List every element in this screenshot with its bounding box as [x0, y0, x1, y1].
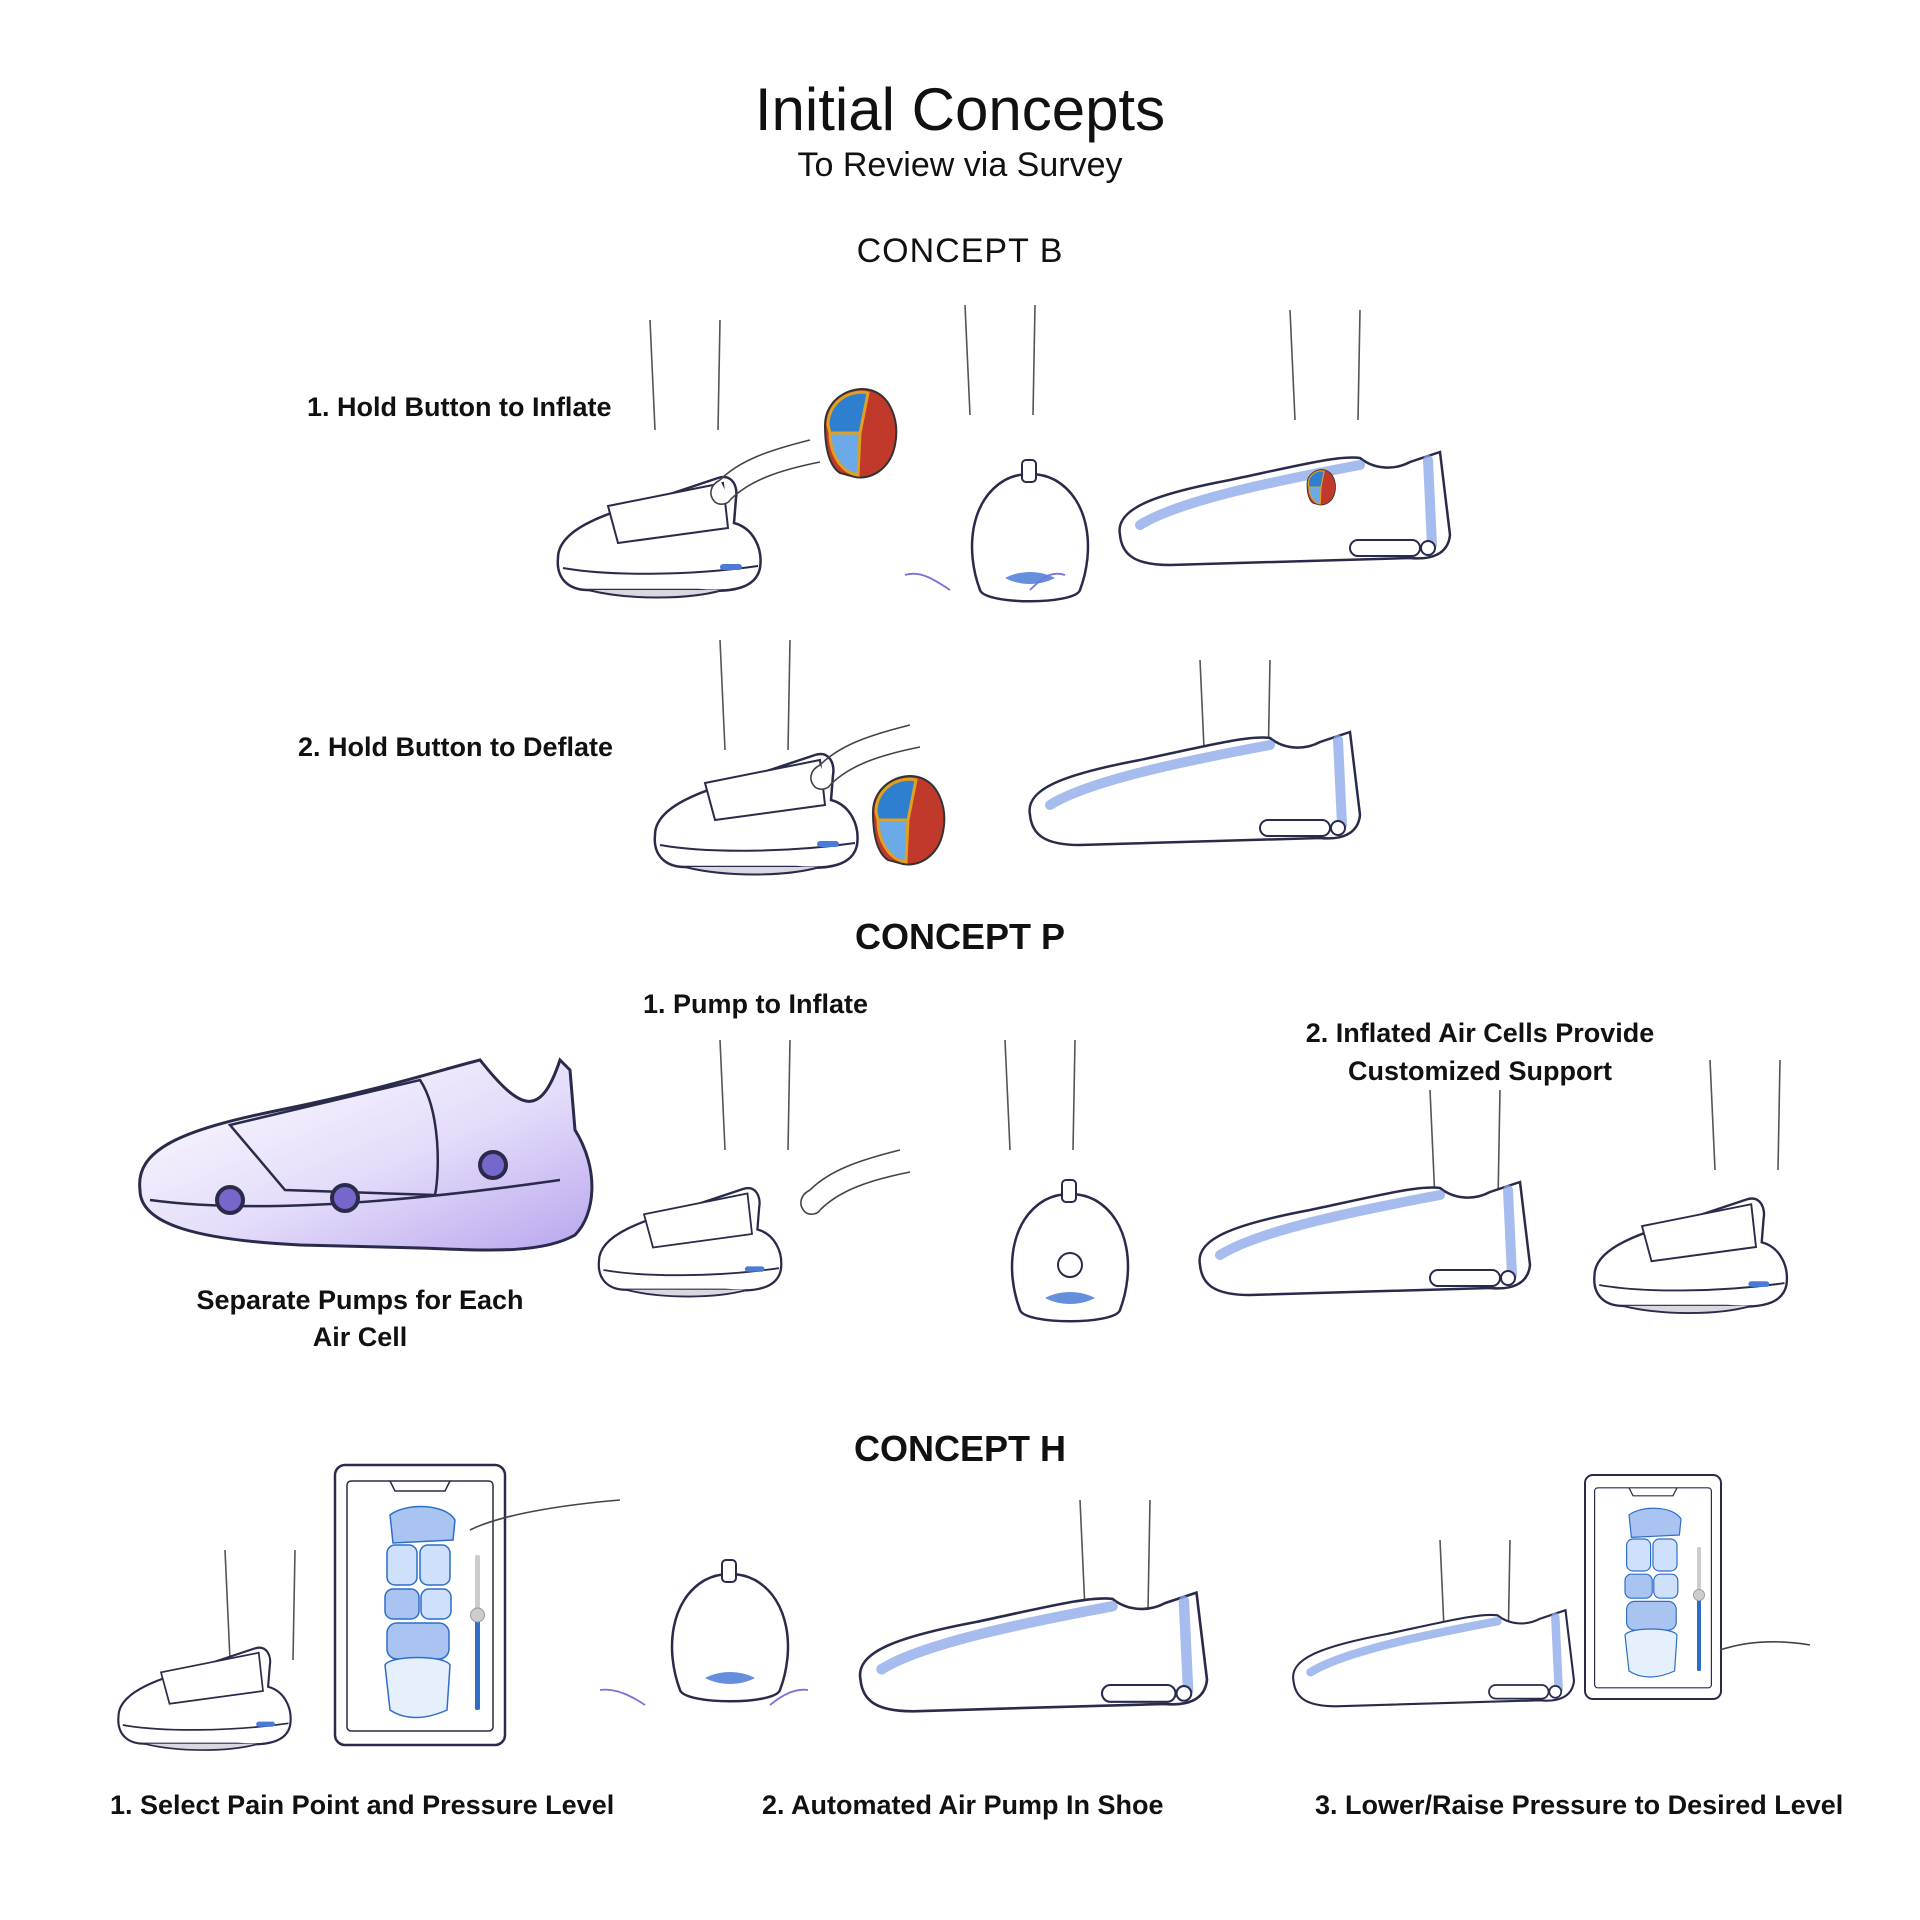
concept-h-app-tablet-right	[1583, 1473, 1723, 1701]
concept-b-step2-label: 2. Hold Button to Deflate	[298, 732, 613, 762]
concept-p-step2-line2: Customized Support	[1348, 1056, 1612, 1086]
concept-h-step1-sneaker	[117, 1549, 296, 1752]
page-title: Initial Concepts	[754, 76, 1166, 143]
concept-h-app-tablet-left	[333, 1463, 507, 1747]
concept-b-heading: CONCEPT B	[856, 232, 1064, 270]
concept-b-step1-air-shoe	[1120, 309, 1450, 565]
concept-p-step2-line1: 2. Inflated Air Cells Provide	[1305, 1018, 1655, 1048]
concept-h-pointing-hand-left	[469, 1499, 621, 1531]
concept-h-step2-heel	[599, 1558, 809, 1706]
concept-p-pumps-line2: Air Cell	[312, 1322, 408, 1352]
concept-p-step2-air-shoe	[1200, 1089, 1530, 1295]
concept-b-inflate-indicator-icon	[823, 387, 898, 480]
concept-p-heading: CONCEPT P	[854, 916, 1066, 957]
concept-b-step1-sneaker	[556, 319, 821, 599]
concept-h-heading: CONCEPT H	[853, 1428, 1066, 1469]
concept-p-step1-label: 1. Pump to Inflate	[643, 989, 869, 1019]
concept-b-step1-label: 1. Hold Button to Inflate	[307, 392, 612, 422]
concept-h-step3-air-shoe	[1293, 1539, 1574, 1706]
concept-h-step3-label: 3. Lower/Raise Pressure to Desired Level	[1315, 1790, 1844, 1820]
concept-p-pump-shoe	[138, 1057, 594, 1252]
concept-b-step2-air-shoe	[1030, 659, 1360, 845]
concept-b-deflate-indicator-icon	[871, 774, 946, 867]
page-subtitle: To Review via Survey	[797, 146, 1123, 184]
concept-h-pointing-hand-right	[1719, 1640, 1811, 1651]
concept-h-step1-label: 1. Select Pain Point and Pressure Level	[110, 1790, 615, 1820]
concept-b-step1-heel	[904, 304, 1090, 603]
concept-h-step2-air-shoe	[860, 1499, 1207, 1711]
concept-h-step2-label: 2. Automated Air Pump In Shoe	[762, 1790, 1164, 1820]
concept-p-step1-heel	[1004, 1039, 1130, 1323]
concept-p-pumps-line1: Separate Pumps for Each	[196, 1285, 524, 1315]
concept-p-step2-sneaker	[1593, 1059, 1789, 1315]
concept-p-step1-sneaker	[597, 1039, 911, 1298]
